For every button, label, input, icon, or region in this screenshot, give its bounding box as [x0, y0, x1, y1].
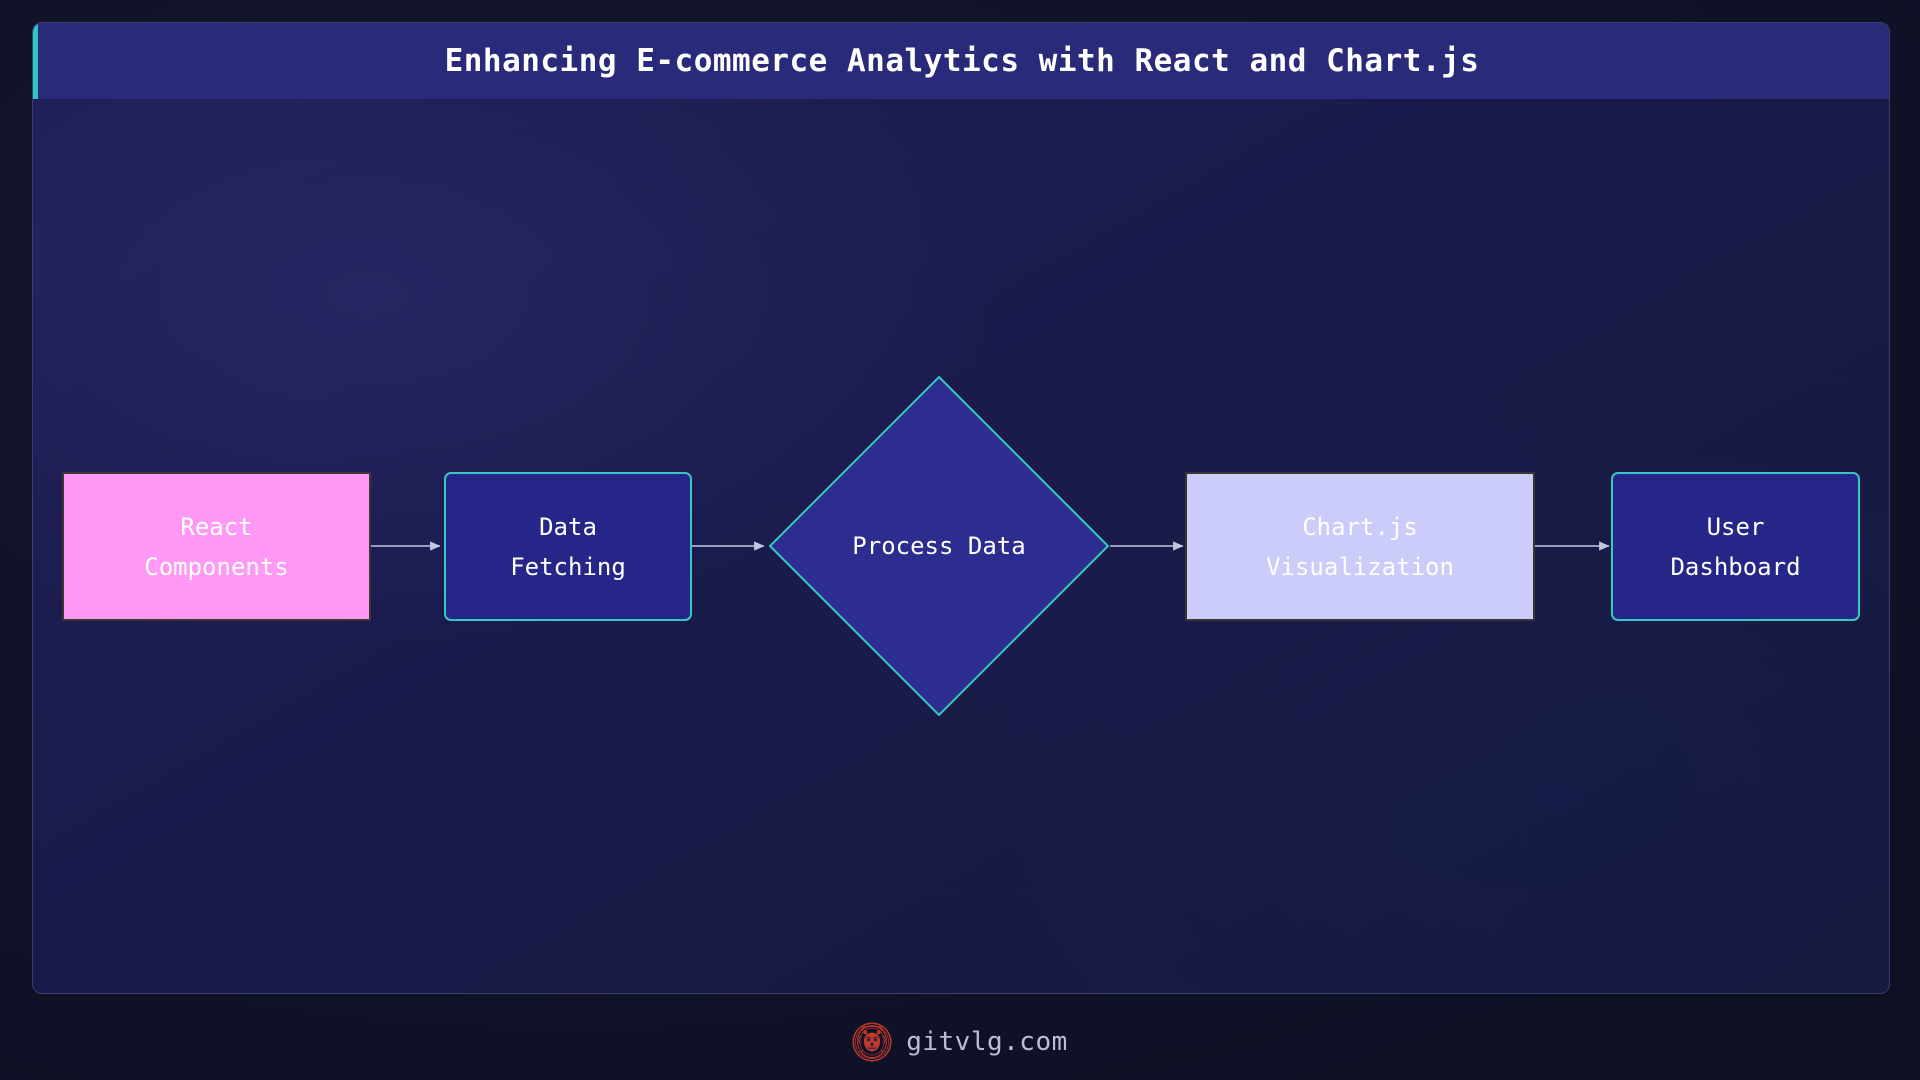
- node-label-line-2: Data: [967, 532, 1026, 560]
- node-label-line-2: Components: [144, 552, 289, 581]
- title-accent-bar: [33, 23, 38, 99]
- node-label-line-1: Process: [852, 532, 954, 560]
- diagram-panel: Enhancing E-commerce Analytics with Reac…: [32, 22, 1890, 994]
- node-label-line-1: Data: [539, 512, 597, 541]
- node-label-line-2: Visualization: [1266, 552, 1454, 581]
- footer-site-name: gitvlg.com: [906, 1027, 1068, 1057]
- node-user-dashboard[interactable]: User Dashboard: [1611, 472, 1860, 621]
- flowchart-canvas: React Components Data Fetching Process D…: [33, 23, 1889, 993]
- diamond-shape: [768, 375, 1110, 717]
- node-react-components[interactable]: React Components: [62, 472, 371, 621]
- node-process-data[interactable]: Process Data: [767, 374, 1111, 718]
- node-label-line-2: Dashboard: [1670, 552, 1801, 581]
- footer: gitvlg.com: [0, 1016, 1920, 1068]
- node-data-fetching[interactable]: Data Fetching: [444, 472, 692, 621]
- node-label-line-1: Chart.js: [1302, 512, 1418, 541]
- node-label: Process Data: [852, 526, 1025, 566]
- node-label-line-1: React: [180, 512, 253, 541]
- title-bar: Enhancing E-commerce Analytics with Reac…: [33, 23, 1889, 99]
- node-label-line-1: User: [1706, 512, 1765, 541]
- node-label-line-2: Fetching: [510, 552, 626, 581]
- page-title: Enhancing E-commerce Analytics with Reac…: [444, 43, 1480, 79]
- node-chartjs-visualization[interactable]: Chart.js Visualization: [1185, 472, 1535, 621]
- lion-head-logo-icon: [852, 1022, 892, 1062]
